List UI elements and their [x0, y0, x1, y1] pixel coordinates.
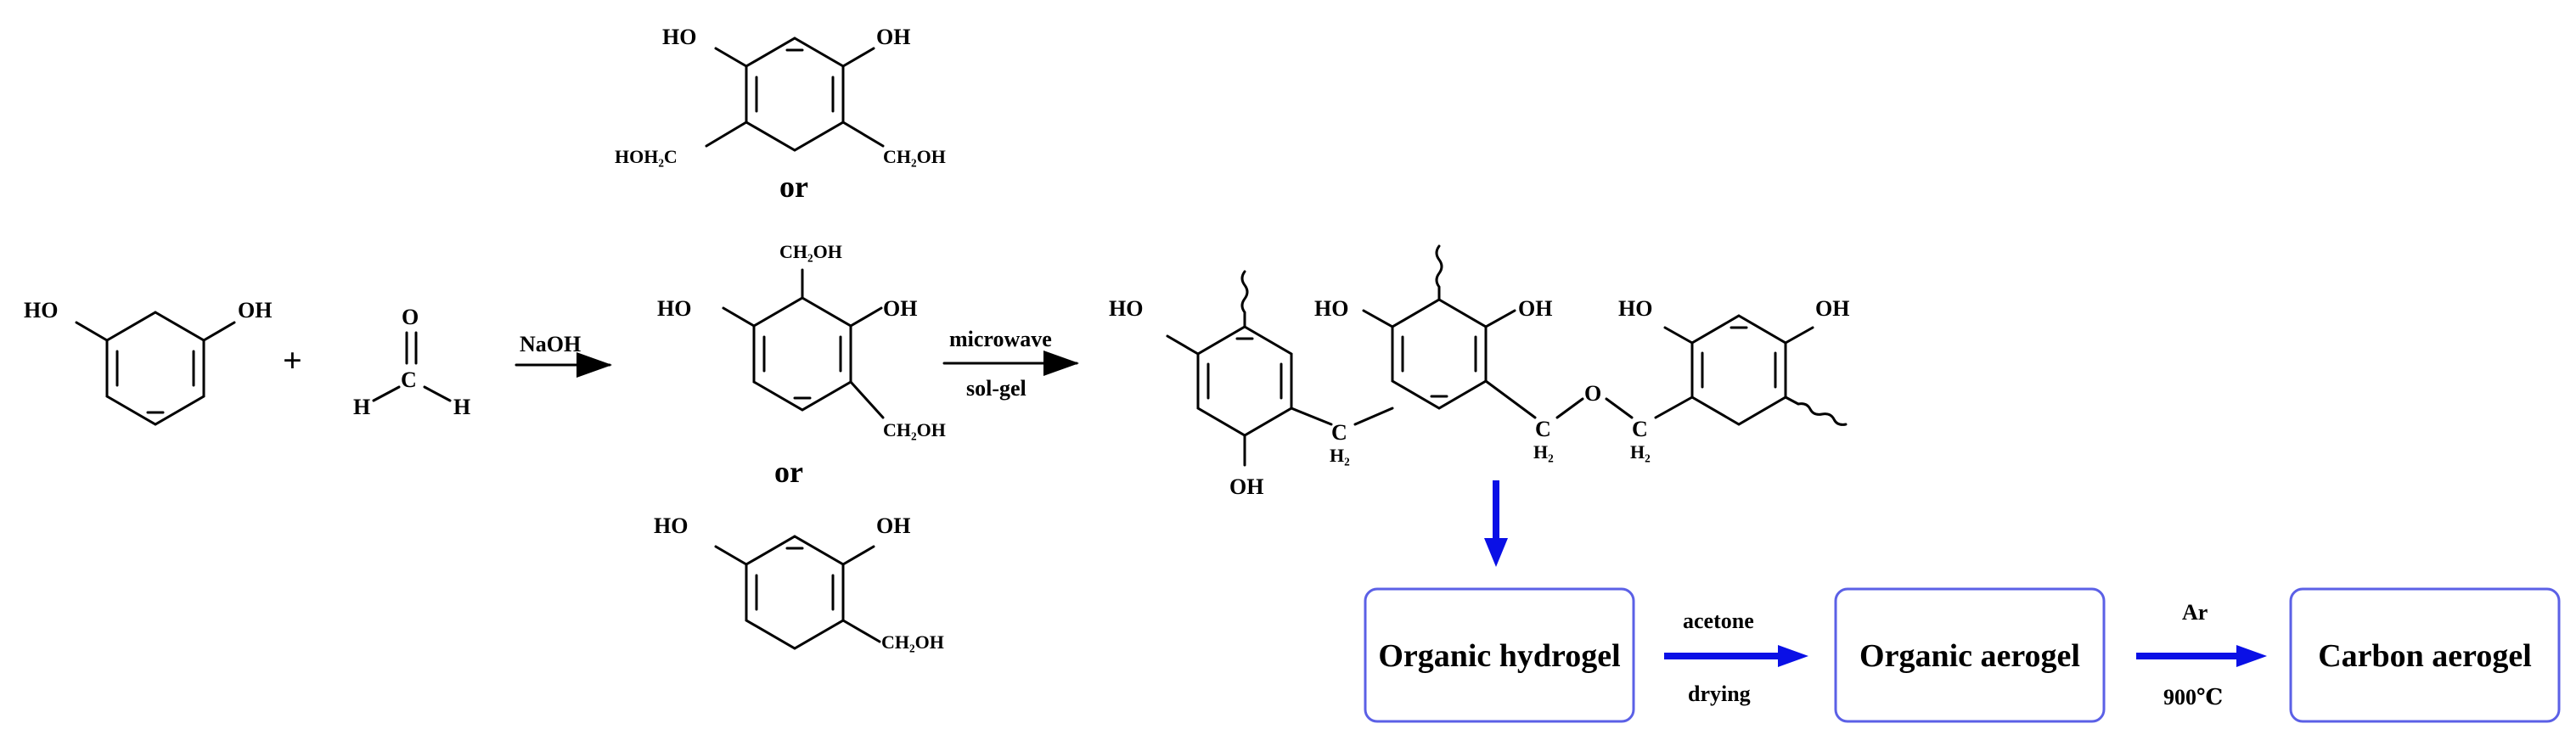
or-label-upper: or — [779, 170, 808, 204]
intermediate-top-structure: HO OH HOH₂C CH₂OH — [615, 25, 946, 167]
formaldehyde-structure: O C H H — [353, 305, 470, 419]
formaldehyde-h-right: H — [453, 395, 470, 419]
sol-gel-label: sol-gel — [966, 376, 1026, 401]
polymer-ring3-oh-right: OH — [1815, 296, 1849, 321]
polymer-ring1-oh-bottom: OH — [1229, 474, 1263, 499]
naoh-arrow: NaOH — [515, 332, 612, 378]
drying-label: drying — [1688, 681, 1751, 706]
organic-aerogel-label: Organic aerogel — [1859, 638, 2080, 674]
formaldehyde-c: C — [401, 367, 417, 392]
plus-sign: + — [283, 341, 302, 379]
formaldehyde-h-left: H — [353, 395, 370, 419]
polymer-network-structure: HO OH C H₂ HO OH C H₂ O C H₂ HO — [1109, 244, 1849, 499]
polymer-bridge2-h2: H₂ — [1533, 441, 1554, 463]
intermediate-middle-ch2oh-bottom: CH₂OH — [883, 419, 946, 440]
intermediate-bottom-structure: HO OH CH₂OH — [654, 513, 944, 653]
polymer-bridge3-h2: H₂ — [1630, 441, 1651, 463]
intermediate-top-ch2oh-left: HOH₂C — [615, 146, 678, 167]
organic-aerogel-box: Organic aerogel — [1834, 587, 2106, 723]
intermediate-top-oh-right: OH — [876, 25, 910, 49]
intermediate-middle-ch2oh-top: CH₂OH — [779, 241, 842, 262]
intermediate-middle-oh-right: OH — [883, 296, 917, 321]
polymer-bridge3-c: C — [1632, 417, 1648, 441]
argon-heating-arrow: Ar 900℃ — [2136, 600, 2267, 710]
intermediate-bottom-oh-left: HO — [654, 513, 688, 538]
polymer-bridge1-c: C — [1331, 420, 1347, 445]
polymer-ether-o: O — [1584, 381, 1601, 406]
polymer-ring2-oh-left: HO — [1314, 296, 1348, 321]
resorcinol-structure: HO OH — [24, 298, 272, 426]
carbon-aerogel-label: Carbon aerogel — [2318, 638, 2532, 674]
intermediate-bottom-oh-right: OH — [876, 513, 910, 538]
polymer-bridge2-c: C — [1535, 417, 1551, 441]
or-label-lower: or — [774, 455, 803, 489]
acetone-drying-arrow: acetone drying — [1664, 609, 1808, 706]
organic-hydrogel-label: Organic hydrogel — [1378, 638, 1620, 674]
argon-label: Ar — [2182, 600, 2208, 625]
resorcinol-oh-right: OH — [238, 298, 272, 323]
naoh-label: NaOH — [520, 332, 581, 356]
resorcinol-oh-left: HO — [24, 298, 58, 323]
organic-hydrogel-box: Organic hydrogel — [1364, 587, 1635, 723]
acetone-label: acetone — [1683, 609, 1754, 633]
intermediate-middle-structure: CH₂OH HO OH CH₂OH — [657, 241, 946, 440]
polymer-bridge1-h2: H₂ — [1330, 445, 1350, 466]
intermediate-bottom-ch2oh: CH₂OH — [881, 631, 944, 653]
polymer-ring3-oh-left: HO — [1618, 296, 1652, 321]
microwave-arrow: microwave sol-gel — [942, 327, 1079, 401]
intermediate-top-oh-left: HO — [662, 25, 696, 49]
down-arrow — [1484, 480, 1508, 567]
temperature-label: 900℃ — [2163, 685, 2223, 710]
polymer-ring1-oh-top: HO — [1109, 296, 1143, 321]
intermediate-top-ch2oh-right: CH₂OH — [883, 146, 946, 167]
intermediate-middle-oh-left: HO — [657, 296, 691, 321]
formaldehyde-o: O — [402, 305, 419, 329]
polymer-ring2-oh-right: OH — [1518, 296, 1552, 321]
microwave-label: microwave — [949, 327, 1052, 351]
carbon-aerogel-box: Carbon aerogel — [2289, 587, 2561, 723]
